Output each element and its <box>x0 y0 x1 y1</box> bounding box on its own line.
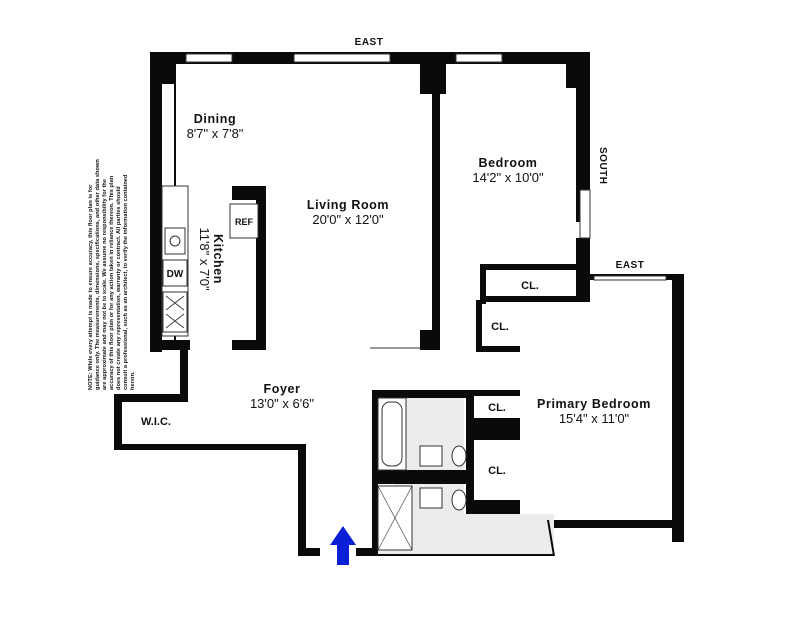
primary-bedroom-dims: 15'4" x 11'0" <box>559 411 630 426</box>
toilet-icon <box>451 445 467 467</box>
kitchen-sink-icon <box>164 227 186 255</box>
bathtub-icon <box>377 397 407 471</box>
note-line-6: consult a professional, such as an archi… <box>123 174 129 390</box>
compass-east-mid: EAST <box>616 260 645 271</box>
dining-dims: 8'7" x 7'8" <box>187 126 244 141</box>
closet-label-1: CL. <box>521 280 539 292</box>
toilet-2-icon <box>451 489 467 511</box>
kitchen-dims: 11'8" x 7'0" <box>197 227 212 290</box>
bath-sink-2-icon <box>419 487 443 509</box>
kitchen-label: Kitchen 11'8" x 7'0" <box>197 227 225 290</box>
windows <box>185 53 667 349</box>
entry-arrow-icon <box>330 526 356 565</box>
primary-bedroom-name: Primary Bedroom <box>537 397 651 411</box>
closet-label-4: CL. <box>488 465 506 477</box>
bedroom-dims: 14'2" x 10'0" <box>472 170 544 185</box>
foyer-name: Foyer <box>263 382 300 396</box>
note-line-7: herein. <box>130 371 136 390</box>
disclaimer-note: NOTE: While every attempt is made to ens… <box>88 159 136 390</box>
compass-east-top: EAST <box>355 37 384 48</box>
refrigerator-label: REF <box>235 217 254 227</box>
note-line-2: guidance only. The measurements, dimensi… <box>95 159 101 390</box>
thin-walls <box>174 84 555 557</box>
note-line-3: are approximate and may not be to scale.… <box>102 179 108 390</box>
stove-icon <box>162 291 188 333</box>
living-name: Living Room <box>307 198 389 212</box>
foyer-dims: 13'0" x 6'6" <box>250 396 314 411</box>
fixtures <box>161 185 467 551</box>
note-line-5: does not create any representation, warr… <box>116 186 122 390</box>
note-line-4: accuracy of this floor plan or for any a… <box>109 175 115 390</box>
kitchen-name: Kitchen <box>211 234 225 284</box>
closet-label-2: CL. <box>491 321 509 333</box>
closet-label-3: CL. <box>488 402 506 414</box>
dishwasher-icon <box>162 259 188 287</box>
dishwasher-label: DW <box>167 269 184 280</box>
refrigerator-icon <box>229 203 259 239</box>
note-line-1: NOTE: While every attempt is made to ens… <box>88 184 94 390</box>
bedroom-name: Bedroom <box>478 156 537 170</box>
wic-label: W.I.C. <box>141 416 171 428</box>
compass-south: SOUTH <box>597 147 608 185</box>
bath-sink-icon <box>419 445 443 467</box>
dining-name: Dining <box>194 112 236 126</box>
living-dims: 20'0" x 12'0" <box>312 212 384 227</box>
